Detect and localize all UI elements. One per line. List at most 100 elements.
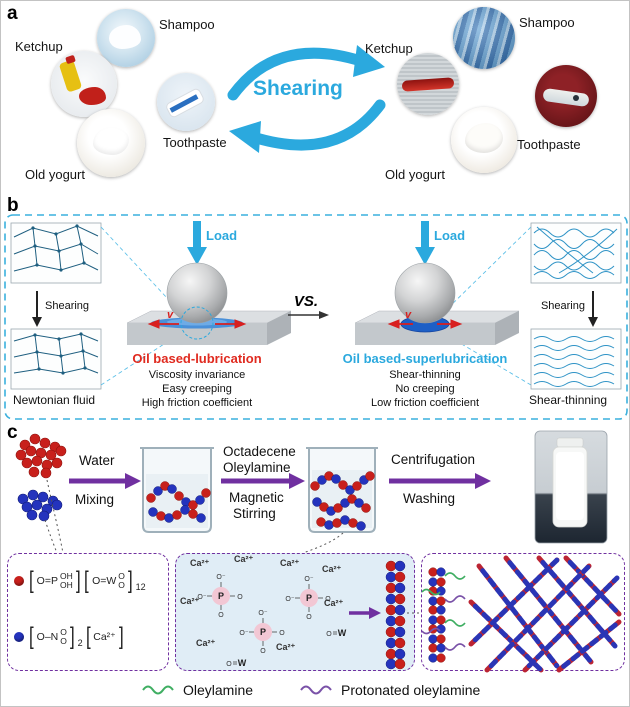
red-spheres-cluster (15, 433, 67, 479)
label-ketchup-before: Ketchup (15, 39, 63, 54)
phosphate-group-2: P O⁻ O O⁻ O (239, 610, 285, 655)
step2-magnetic: Magnetic (229, 490, 284, 505)
subscript-12: 12 (135, 582, 146, 592)
bracket: [ (85, 622, 91, 650)
label-ketchup-after: Ketchup (365, 41, 413, 56)
precursor-formula-box: [ O=P OH OH ] [ O=W O O ] 12 [ O–N O O (7, 553, 169, 671)
ca-ion: Ca²⁺ (280, 558, 300, 568)
vs-label: VS. (294, 293, 318, 310)
ca-ion: Ca²⁺ (196, 638, 216, 648)
legend-protonated-squiggle (300, 685, 332, 695)
bracket: ] (127, 566, 133, 594)
phosphate-core: O=P (36, 575, 58, 587)
platform-side-right (495, 311, 519, 345)
shearing-left-text: Shearing (45, 300, 89, 312)
label-yogurt-before: Old yogurt (25, 167, 85, 182)
lubrication-line2: Easy creeping (162, 383, 232, 395)
ball-right (394, 262, 456, 324)
ketchup-streak (401, 77, 455, 92)
shearing-arrow-bottom (247, 99, 386, 151)
platform-front-left (127, 323, 267, 345)
newtonian-fluid-label: Newtonian fluid (13, 393, 95, 407)
mixing-arrow (69, 473, 141, 489)
phosphate-group-3: P O⁻ O O⁻ O (285, 576, 331, 621)
o-minus-atom: O⁻ (197, 594, 206, 601)
o-minus-atom: O⁻ (239, 630, 248, 637)
photo-ketchup-after (397, 53, 459, 115)
photo-ketchup-before (51, 51, 117, 117)
ca-ion: Ca²⁺ (276, 642, 296, 652)
shearing-cycle-arrows (227, 45, 386, 153)
shampoo-comb-gloss (453, 7, 515, 69)
bracket: [ (29, 566, 34, 594)
ca-ion: Ca²⁺ (180, 596, 200, 606)
o-atom: O (326, 631, 332, 638)
ca-ion: Ca²⁺ (322, 564, 342, 574)
blue-sphere-formula: [ O–N O O ] 2 [ Ca²⁺ ] (14, 622, 124, 650)
shampoo-blob (109, 25, 141, 49)
o-stack: O O (118, 571, 125, 590)
photo-toothpaste-after (535, 65, 597, 127)
velocity-label-right: v (405, 309, 412, 321)
superlubrication-line3: Low friction coefficient (371, 397, 479, 409)
step2-oleylamine: Oleylamine (223, 460, 291, 475)
beaker-1 (140, 447, 214, 533)
panel-c-label: c (7, 422, 18, 443)
nanorod (385, 560, 406, 670)
nitrate-o-stack: O O (60, 627, 67, 646)
o-atom: O (279, 630, 285, 637)
shearing-arrow-left: Shearing (32, 291, 89, 327)
ball-left (166, 262, 228, 324)
load-label-right: Load (434, 228, 465, 243)
o-atom: O (325, 596, 331, 603)
nitrate-core: O–N (36, 631, 59, 643)
callout-connectors (44, 479, 419, 614)
bracket: [ (84, 566, 90, 594)
superlubrication-line1: Shear-thinning (389, 369, 461, 381)
shearing-arrow-top (227, 47, 367, 101)
lubrication-line1: Viscosity invariance (149, 369, 245, 381)
shearing-arrow-right: Shearing (541, 291, 598, 327)
assembly-arrow (349, 607, 381, 619)
o-atom: O (237, 594, 243, 601)
label-shampoo-after: Shampoo (519, 15, 575, 30)
step2-stirring: Stirring (233, 506, 276, 521)
oh-stack: OH OH (59, 571, 73, 590)
red-sphere-formula: [ O=P OH OH ] [ O=W O O ] 12 (14, 566, 146, 594)
panel-c-graphic: P O⁻ O O⁻ O P O⁻ O O⁻ O P O⁻ O O⁻ O O W (15, 430, 622, 695)
legend-oleylamine-squiggle (142, 685, 174, 695)
step2-octadecene: Octadecene (223, 444, 296, 459)
red-sphere-legend-dot (14, 576, 24, 586)
panel-b-dashed-border (4, 214, 628, 420)
o-minus-atom: O⁻ (258, 610, 267, 617)
blue-spheres-cluster (17, 489, 63, 522)
bracket: ] (75, 566, 81, 594)
beaker-2 (306, 447, 378, 533)
step3-centrifugation: Centrifugation (391, 452, 476, 467)
superlubrication-assembly: Load v Oil based-superlubrication Shear-… (343, 221, 532, 409)
velocity-label-left: v (167, 309, 174, 321)
vial-cap (556, 437, 584, 448)
bracket: ] (69, 622, 75, 650)
panel-b-label: b (7, 195, 19, 216)
ketchup-splash (79, 87, 106, 105)
zoom-leader-left-top (100, 226, 182, 314)
vs-arrow (288, 311, 329, 319)
tungstate-group-2: O W (326, 628, 346, 638)
p-atom: P (260, 627, 266, 637)
shearing-label: Shearing (253, 77, 343, 100)
shear-thinning-label: Shear-thinning (529, 393, 607, 407)
photo-yogurt-after (451, 107, 517, 173)
lubrication-assembly: Load v Oil based-lubrication Viscosity i… (100, 221, 292, 409)
ca-ion: Ca²⁺ (324, 598, 344, 608)
o-atom: O (218, 612, 224, 619)
legend-oleylamine-label: Oleylamine (183, 682, 254, 698)
o-atom: O (260, 648, 266, 655)
vial-gel (556, 452, 584, 520)
shear-thinning-after-box (530, 328, 622, 390)
velocity-arrows-left (147, 319, 247, 329)
shearing-arrowhead-top (353, 45, 385, 77)
o-atom: O (226, 661, 232, 668)
platform-front-right (355, 323, 495, 345)
